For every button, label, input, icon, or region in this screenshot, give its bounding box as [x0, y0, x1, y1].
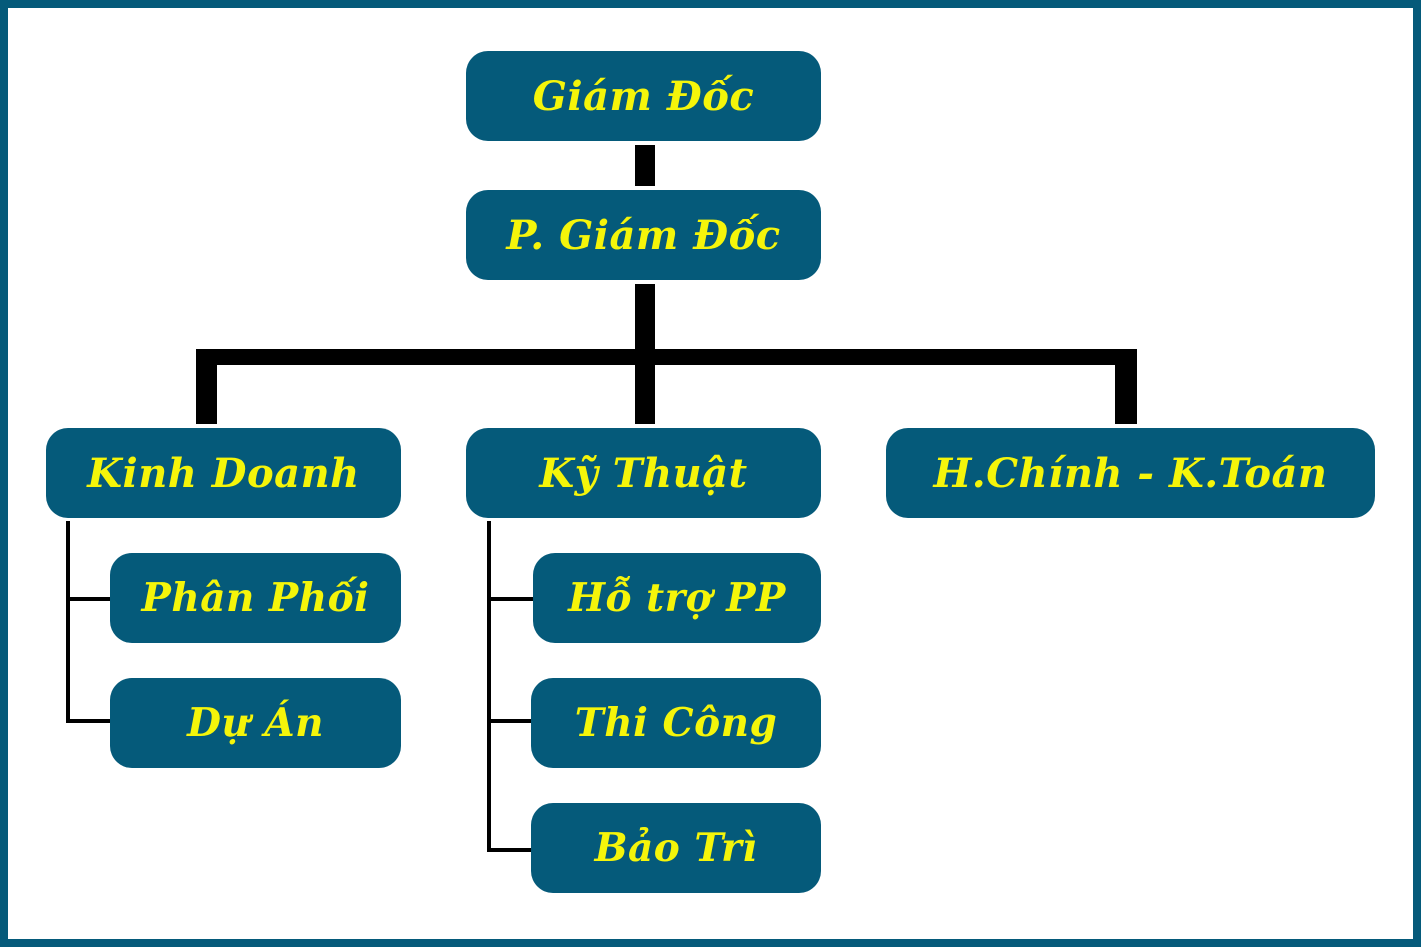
- connector-to-phan-phoi: [66, 597, 110, 601]
- node-phan-phoi: Phân Phối: [110, 553, 401, 643]
- connector-to-hanh-chinh-ke-toan: [1115, 349, 1137, 424]
- node-kinh-doanh: Kinh Doanh: [46, 428, 401, 518]
- node-hanh-chinh-ke-toan: H.Chính - K.Toán: [886, 428, 1375, 518]
- node-bao-tri: Bảo Trì: [531, 803, 821, 893]
- node-du-an: Dự Án: [110, 678, 401, 768]
- connector-to-ho-tro-pp: [487, 597, 533, 601]
- node-ky-thuat: Kỹ Thuật: [466, 428, 821, 518]
- connector-to-kinh-doanh: [196, 349, 217, 424]
- node-ho-tro-pp: Hỗ trợ PP: [533, 553, 821, 643]
- connector-to-du-an: [66, 719, 110, 723]
- node-pho-giam-doc: P. Giám Đốc: [466, 190, 821, 280]
- connector-to-bao-tri: [487, 848, 533, 852]
- node-thi-cong: Thi Công: [531, 678, 821, 768]
- connector-to-thi-cong: [487, 719, 533, 723]
- connector-ky-thuat-vertical: [487, 521, 491, 852]
- connector-giam-doc-to-pho-giam-doc: [635, 145, 655, 186]
- node-giam-doc: Giám Đốc: [466, 51, 821, 141]
- connector-horizontal-bus: [196, 349, 1137, 365]
- connector-kinh-doanh-vertical: [66, 521, 70, 723]
